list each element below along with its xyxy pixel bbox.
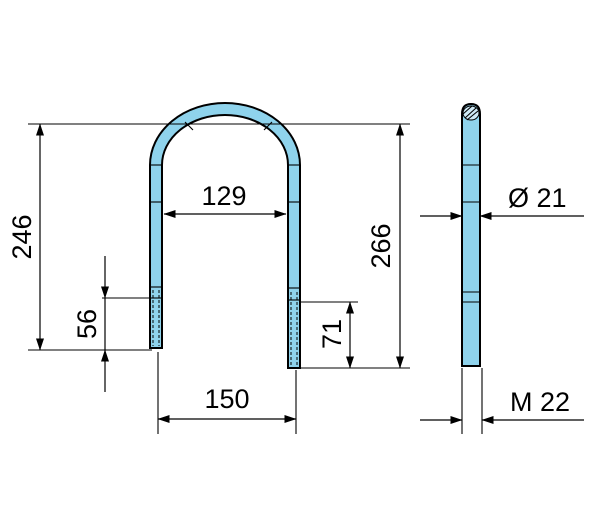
dimension-height-to-bend: 266	[366, 123, 404, 369]
dimension-thread-length-right: 71	[317, 301, 354, 369]
dim-label-height-to-bend: 266	[366, 223, 396, 268]
dim-label-overall-height: 246	[7, 214, 37, 259]
dimension-center-distance: 150	[157, 384, 297, 423]
u-bolt-side-view	[461, 102, 481, 367]
dim-label-thread-length-left: 56	[72, 309, 102, 339]
dim-label-rod-diameter: Ø 21	[508, 183, 567, 213]
dim-label-center-distance: 150	[204, 384, 249, 414]
dim-label-inner-width: 129	[201, 181, 246, 211]
dim-label-thread-size: M 22	[510, 387, 570, 417]
dimension-overall-height: 246	[7, 123, 44, 351]
u-bolt-front-view	[149, 102, 301, 369]
dimension-inner-width: 129	[163, 181, 287, 218]
right-thread	[288, 287, 300, 366]
dimension-rod-diameter: Ø 21	[420, 183, 584, 220]
dim-label-thread-length-right: 71	[317, 319, 347, 349]
u-bolt-body	[149, 102, 301, 369]
dimension-thread-size: M 22	[420, 387, 584, 424]
extension-lines	[28, 123, 483, 434]
rod-body	[461, 102, 481, 367]
dimension-thread-length-left: 56	[72, 256, 109, 392]
